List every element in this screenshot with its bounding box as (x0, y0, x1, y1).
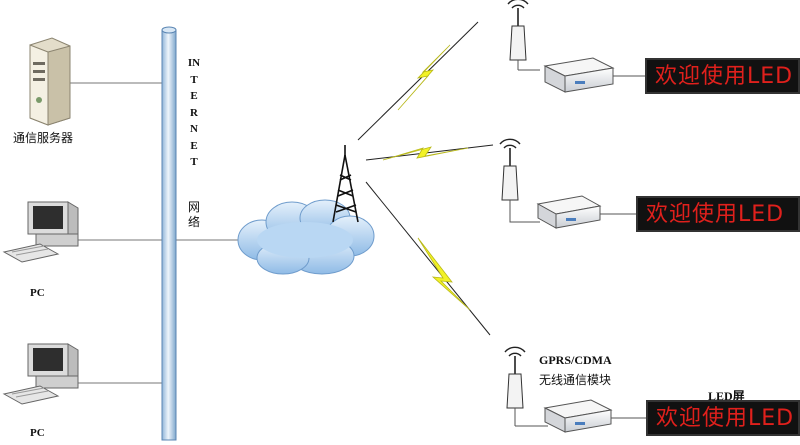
internet-label: INTERNET (187, 57, 201, 168)
module-wiring (509, 69, 646, 427)
internet-pipe (161, 26, 177, 441)
led-caption: LED屏 (708, 389, 745, 403)
modem-icon-2 (536, 195, 602, 229)
tower-icon (332, 145, 359, 223)
antenna-icon-2 (499, 138, 521, 210)
led-text-1: 欢迎使用LED (655, 64, 794, 89)
led-text-2: 欢迎使用LED (646, 202, 785, 227)
lightning-icon-2 (382, 146, 469, 161)
module-label-line2: 无线通信模块 (539, 373, 612, 387)
lightning-icon-1 (397, 44, 451, 111)
led-text-3: 欢迎使用LED (656, 406, 795, 431)
pc-icon-2 (2, 343, 79, 405)
led-screen-1: 欢迎使用LED (645, 58, 800, 94)
led-screen-2: 欢迎使用LED (636, 196, 800, 232)
pc-label-2: PC (30, 427, 45, 439)
antenna-icon-1 (507, 0, 529, 70)
internet-cn-label: 网络 (187, 200, 200, 229)
server-label: 通信服务器 (13, 131, 74, 145)
server-icon (29, 37, 71, 126)
module-label-line1: GPRS/CDMA (539, 353, 612, 367)
device-links (65, 82, 240, 384)
pc-icon-1 (2, 201, 79, 263)
led-screen-3: 欢迎使用LED (646, 400, 800, 436)
modem-icon-3 (543, 399, 613, 433)
lightning-icon-3 (417, 237, 471, 311)
modem-icon-1 (543, 57, 615, 93)
lightning-icons (382, 44, 471, 311)
antenna-icon-3 (504, 346, 526, 426)
cloud-fill (257, 222, 353, 258)
pc-label-1: PC (30, 287, 45, 299)
